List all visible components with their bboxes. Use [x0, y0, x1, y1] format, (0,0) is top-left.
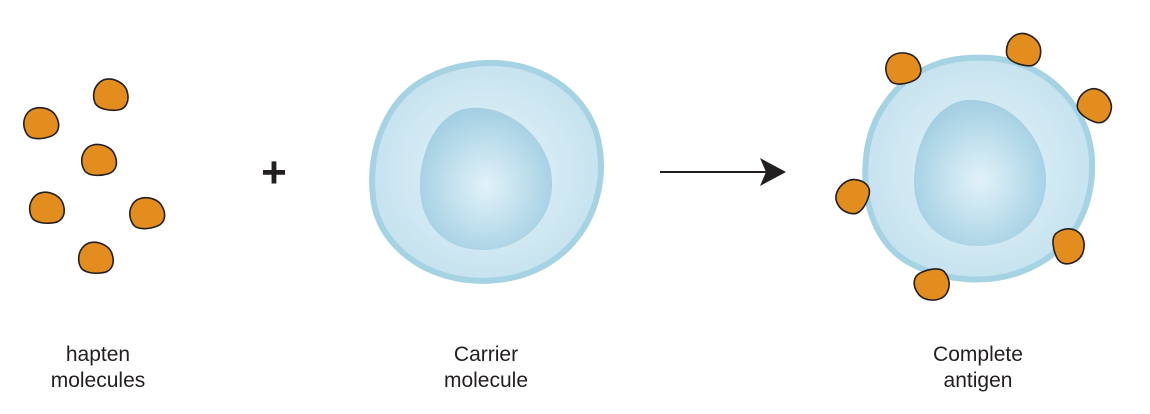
hapten-molecule	[19, 102, 63, 144]
complete-antigen-label: Complete antigen	[868, 342, 1088, 394]
carrier-nucleus	[419, 107, 553, 250]
antigen-label-line1: Complete	[933, 343, 1023, 366]
antigen-nucleus	[914, 99, 1046, 246]
hapten-molecule	[78, 140, 120, 180]
hapten-molecule	[125, 192, 169, 234]
hapten-molecule	[76, 239, 116, 276]
carrier-molecule-label: Carrier molecule	[376, 342, 596, 394]
free-haptens	[19, 78, 169, 276]
carrier-label-line2: molecule	[443, 369, 529, 392]
hapten-molecule	[27, 189, 67, 226]
plus-sign: +	[261, 148, 287, 197]
hapten-molecule	[92, 78, 129, 112]
carrier-label-line1: Carrier	[453, 343, 519, 366]
antigen-label-line2: antigen	[943, 369, 1013, 392]
hapten-label-line2: molecules	[50, 369, 146, 392]
hapten-label-line1: hapten	[65, 343, 131, 366]
reaction-arrow	[660, 158, 786, 186]
complete-antigen	[830, 30, 1119, 307]
carrier-molecule	[369, 59, 604, 284]
hapten-molecules-label: hapten molecules	[0, 342, 208, 394]
